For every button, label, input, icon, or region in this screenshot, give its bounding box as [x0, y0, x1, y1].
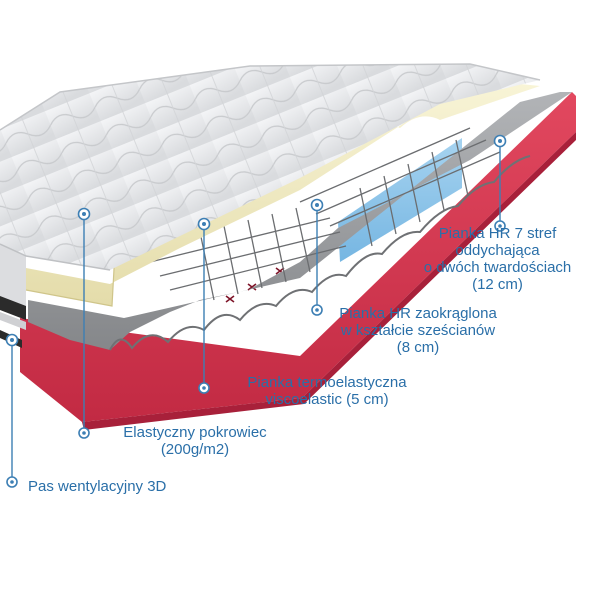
circle-dot-icon — [5, 333, 19, 347]
label-line: (12 cm) — [472, 276, 523, 293]
circle-dot-icon — [310, 198, 324, 212]
label-cover: Elastyczny pokrowiec (200g/m2) — [100, 424, 290, 458]
circle-dot-icon — [311, 304, 323, 316]
hr-cube-foam-body — [28, 92, 572, 350]
cube-grid — [149, 127, 501, 301]
label-line: Pas wentylacyjny 3D — [28, 478, 167, 495]
circle-dot-icon — [6, 476, 18, 488]
label-line: w kształcie sześcianów — [340, 322, 496, 339]
visco-foam-body — [26, 84, 540, 306]
circle-dot-icon — [77, 207, 91, 221]
label-line: viscoelastic (5 cm) — [265, 391, 389, 408]
label-zone-foam: Pianka HR 7 stref oddychająca o dwóch tw… — [400, 225, 595, 293]
circle-dot-icon — [493, 134, 507, 148]
label-line: Elastyczny pokrowiec — [123, 424, 267, 441]
label-cube-foam: Pianka HR zaokrąglona w kształcie sześci… — [318, 305, 518, 356]
hr-cube-foam-wave — [109, 155, 531, 351]
hr-zone-foam-red-front — [20, 92, 576, 422]
quilted-cover-top — [0, 64, 540, 270]
label-line: Pianka termoelastyczna — [247, 374, 407, 391]
label-line: o dwóch twardościach — [423, 259, 572, 276]
vent-band-strip — [0, 296, 26, 320]
label-line: oddychająca — [455, 242, 540, 259]
label-line: (200g/m2) — [160, 441, 230, 458]
circle-dot-icon — [198, 382, 210, 394]
label-line: (8 cm) — [396, 339, 440, 356]
circle-dot-icon — [494, 220, 506, 232]
circle-dot-icon — [78, 427, 90, 439]
marker-dots — [5, 134, 507, 488]
label-line: Pianka HR 7 stref — [438, 225, 557, 242]
circle-dot-icon — [197, 217, 211, 231]
label-vent-band: Pas wentylacyjny 3D — [28, 478, 166, 495]
label-visco-foam: Pianka termoelastyczna viscoelastic (5 c… — [222, 374, 432, 408]
hr-cube-foam-layer — [28, 92, 572, 351]
leader-lines — [11, 141, 501, 482]
label-line: Pianka HR zaokrąglona — [339, 305, 497, 322]
